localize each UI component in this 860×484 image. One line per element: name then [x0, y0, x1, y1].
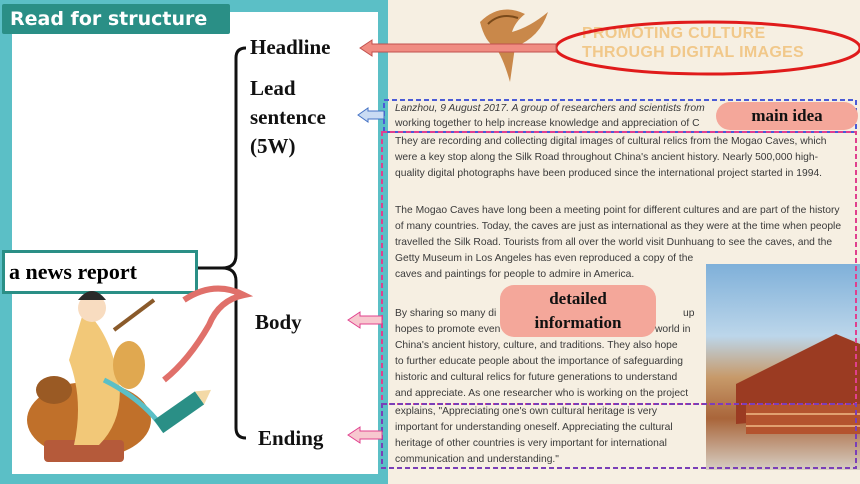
detailed-information-badge: detailed information: [500, 285, 656, 337]
mogao-caves-photo: [706, 264, 860, 470]
p1-line-1: They are recording and collecting digita…: [395, 136, 827, 147]
ending-arrow: [347, 426, 383, 444]
pagoda-drawing: [736, 334, 860, 434]
body-arrow: [347, 311, 383, 329]
frame-right: [378, 0, 388, 484]
ending-line-4: communication and understanding.": [395, 454, 559, 465]
lead-arrow: [357, 107, 385, 123]
label-headline: Headline: [250, 35, 331, 59]
structure-brace: [198, 46, 247, 440]
p1-line-2: were a key stop along the Silk Road thro…: [395, 152, 819, 163]
p3-line-6: and appreciate. As one researcher who is…: [395, 388, 689, 399]
p3-line-1a: By sharing so many di: [395, 308, 497, 319]
p1-line-3: quality digital photographs have been pr…: [395, 168, 823, 179]
p3-line-3: China's ancient history, culture, and tr…: [395, 340, 678, 351]
ending-box: [381, 403, 857, 469]
article-headline: PROMOTING CULTURE THROUGH DIGITAL IMAGES: [582, 24, 804, 62]
p3-line-5: historic and cultural relics for future …: [395, 372, 678, 383]
body-box: [381, 131, 857, 405]
headline-arrow: [359, 39, 557, 57]
label-body: Body: [255, 310, 302, 334]
p3-line-1b: up: [683, 308, 695, 319]
ending-line-3: heritage of other countries is very impo…: [395, 438, 667, 449]
label-ending: Ending: [258, 426, 324, 450]
p2-line-5: caves and paintings for people to admire…: [395, 269, 635, 280]
p3-line-4: to further educate people about the impo…: [395, 356, 683, 367]
lead-line-1: Lanzhou, 9 August 2017. A group of resea…: [395, 103, 705, 114]
p3-line-2b: world in: [655, 324, 691, 335]
frame-bottom: [0, 474, 388, 484]
detailed-information-line2: information: [534, 313, 622, 332]
label-lead-line1: Lead: [250, 76, 296, 100]
slide-title: Read for structure: [2, 4, 230, 34]
p2-line-3: travelled the Silk Road. Tourists from a…: [395, 237, 833, 248]
detailed-information-line1: detailed: [549, 289, 607, 308]
root-node-news-report: a news report: [2, 250, 198, 294]
ending-line-1: explains, "Appreciating one's own cultur…: [395, 406, 658, 417]
apsara-illustration: [27, 285, 254, 462]
p3-line-2a: hopes to promote even wi: [395, 324, 513, 335]
article-headline-line2: THROUGH DIGITAL IMAGES: [582, 44, 805, 61]
ending-line-2: important for understanding oneself. App…: [395, 422, 673, 433]
article-headline-line1: PROMOTING CULTURE: [582, 25, 766, 42]
p2-line-2: of many countries. Today, the caves are …: [395, 221, 842, 232]
p2-line-1: The Mogao Caves have long been a meeting…: [395, 205, 840, 216]
label-lead-line2: sentence: [250, 105, 326, 129]
frame-left: [0, 0, 12, 484]
headline-oval: [554, 20, 860, 76]
p2-line-4: Getty Museum in Los Angeles has even rep…: [395, 253, 694, 264]
main-idea-badge: main idea: [716, 102, 858, 130]
label-lead-line3: (5W): [250, 134, 296, 158]
lead-line-2: working together to help increase knowle…: [395, 118, 700, 129]
